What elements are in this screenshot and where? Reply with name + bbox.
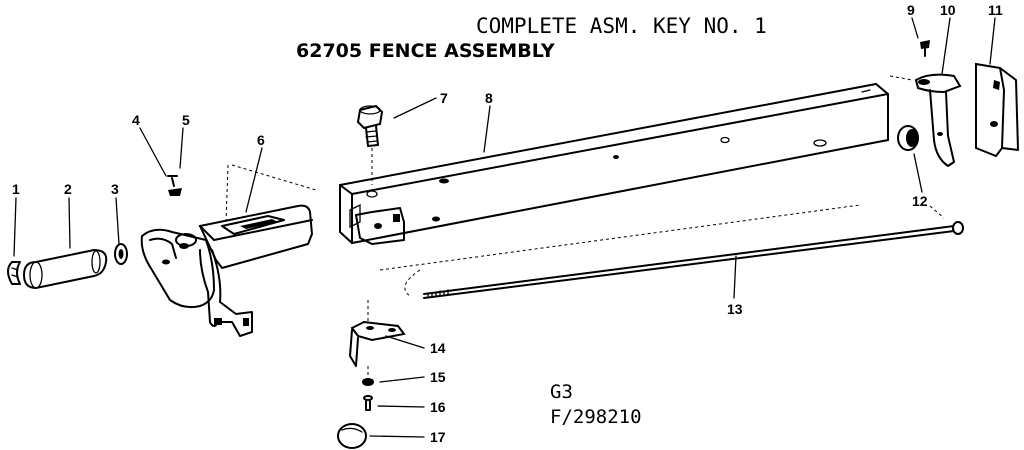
rod-part-13 bbox=[379, 204, 964, 299]
diagram-title: 62705 FENCE ASSEMBLY bbox=[296, 40, 555, 62]
footer-code-g3: G3 bbox=[550, 381, 573, 403]
key-label-3: 3 bbox=[111, 181, 119, 197]
part-key-numbers: 1 2 3 4 5 6 7 8 9 10 11 12 13 14 15 16 1… bbox=[12, 2, 1003, 445]
key-label-11: 11 bbox=[988, 2, 1003, 18]
foot-pad-part-17 bbox=[337, 423, 367, 449]
key-label-12: 12 bbox=[912, 193, 928, 209]
key-label-15: 15 bbox=[430, 369, 446, 385]
key-label-9: 9 bbox=[907, 2, 915, 18]
key-label-16: 16 bbox=[430, 399, 446, 415]
key-label-1: 1 bbox=[12, 181, 20, 197]
fence-rail-part-8 bbox=[339, 82, 889, 245]
bolt-part-7 bbox=[356, 104, 384, 185]
screw-part-16 bbox=[363, 395, 373, 411]
leader-lines bbox=[13, 17, 996, 438]
footer-code-part-number: F/298210 bbox=[550, 406, 642, 428]
bracket-part-14 bbox=[349, 300, 406, 367]
key-label-6: 6 bbox=[257, 132, 265, 148]
knob-cap-part-1 bbox=[7, 261, 21, 285]
complete-asm-heading: COMPLETE ASM. KEY NO. 1 bbox=[476, 14, 767, 38]
roller-part-12 bbox=[897, 125, 919, 151]
rear-bracket-part-10 bbox=[889, 73, 962, 167]
key-label-4: 4 bbox=[132, 112, 140, 128]
key-label-17: 17 bbox=[430, 429, 446, 445]
screw-part-9 bbox=[920, 40, 930, 57]
clamp-plate-part-6 bbox=[198, 164, 317, 337]
key-label-5: 5 bbox=[182, 112, 190, 128]
key-label-2: 2 bbox=[64, 181, 72, 197]
key-label-14: 14 bbox=[430, 340, 446, 356]
washer-part-3 bbox=[114, 243, 128, 265]
key-label-10: 10 bbox=[940, 2, 956, 18]
nut-part-15 bbox=[362, 366, 374, 386]
handle-part-2 bbox=[22, 248, 108, 290]
key-label-13: 13 bbox=[727, 301, 743, 317]
screw-part-4-5 bbox=[167, 175, 182, 196]
key-label-8: 8 bbox=[485, 90, 493, 106]
rear-clamp-part-11 bbox=[975, 62, 1019, 158]
lock-lever bbox=[140, 228, 216, 309]
key-label-7: 7 bbox=[440, 90, 448, 106]
